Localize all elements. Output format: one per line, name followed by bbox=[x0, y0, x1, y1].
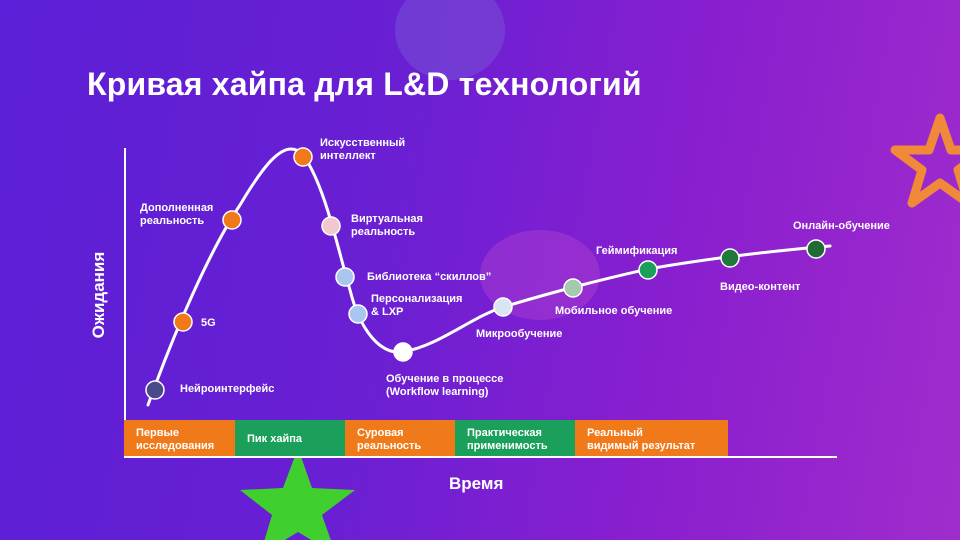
label-augmented-reality: Дополненная реальность bbox=[140, 202, 214, 227]
page-title: Кривая хайпа для L&D технологий bbox=[87, 66, 642, 102]
marker-mobile-learning bbox=[563, 278, 583, 298]
marker-personalization-lxp bbox=[348, 304, 368, 324]
marker-skills-library bbox=[335, 267, 355, 287]
marker-neurointerface bbox=[145, 380, 165, 400]
x-axis-line bbox=[124, 456, 837, 458]
marker-microlearning bbox=[493, 297, 513, 317]
blurred-blob-top bbox=[395, 0, 505, 80]
marker-video-content bbox=[720, 248, 740, 268]
marker-artificial-intelligence bbox=[293, 147, 313, 167]
label-personalization-lxp: Персонализация & LXP bbox=[371, 293, 463, 318]
phase-practical-applicability: Практическая применимость bbox=[455, 420, 575, 456]
marker-gamification bbox=[638, 260, 658, 280]
marker-online-learning bbox=[806, 239, 826, 259]
green-star-icon bbox=[240, 448, 355, 540]
label-video-content: Видео-контент bbox=[720, 281, 801, 293]
label-artificial-intelligence: Искусственный интеллект bbox=[320, 137, 406, 162]
label-5g: 5G bbox=[201, 317, 216, 329]
marker-augmented-reality bbox=[222, 210, 242, 230]
phase-hype-peak: Пик хайпа bbox=[235, 420, 345, 456]
star-outline-icon bbox=[890, 113, 960, 208]
label-workflow-learning: Обучение в процессе (Workflow learning) bbox=[386, 373, 504, 398]
phase-harsh-reality: Суровая реальность bbox=[345, 420, 455, 456]
marker-workflow-learning bbox=[393, 342, 413, 362]
label-gamification: Геймификация bbox=[596, 245, 678, 257]
phase-real-result: Реальный видимый результат bbox=[575, 420, 728, 456]
label-skills-library: Библиотека “скиллов” bbox=[367, 271, 492, 283]
blurred-blob-center bbox=[480, 230, 600, 320]
marker-virtual-reality bbox=[321, 216, 341, 236]
label-online-learning: Онлайн-обучение bbox=[793, 220, 890, 232]
label-mobile-learning: Мобильное обучение bbox=[555, 305, 673, 317]
label-neurointerface: Нейроинтерфейс bbox=[180, 383, 275, 395]
x-axis-label: Время bbox=[449, 474, 504, 493]
label-virtual-reality: Виртуальная реальность bbox=[351, 213, 423, 238]
y-axis-line bbox=[124, 148, 126, 456]
label-microlearning: Микрообучение bbox=[476, 328, 563, 340]
phase-first-research: Первые исследования bbox=[124, 420, 235, 456]
marker-5g bbox=[173, 312, 193, 332]
